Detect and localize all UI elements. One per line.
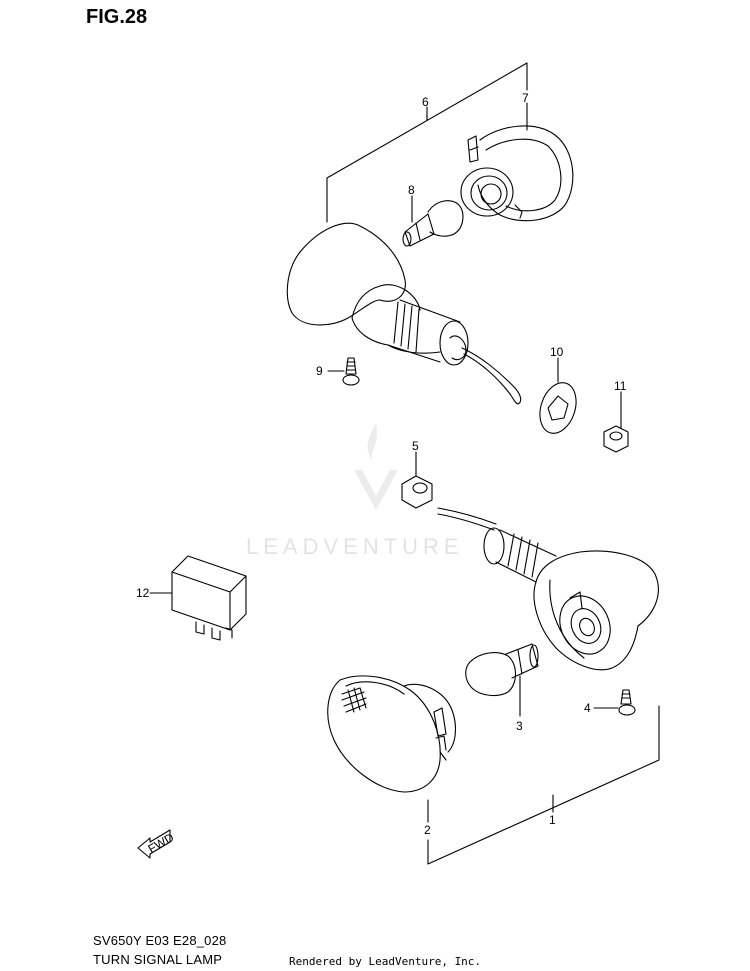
fwd-arrow-icon: FWD	[137, 829, 177, 859]
part-9-screw[interactable]	[342, 357, 360, 386]
part-12-relay[interactable]	[171, 555, 247, 641]
part-7-lens-housing[interactable]	[460, 125, 574, 222]
lower-turn-signal-body[interactable]	[437, 507, 659, 671]
part-10-washer[interactable]	[534, 378, 582, 438]
callout-4[interactable]: 4	[584, 701, 591, 715]
part-5-nut[interactable]	[401, 475, 433, 509]
footer-credit: Rendered by LeadVenture, Inc.	[289, 955, 482, 968]
fwd-label: FWD	[146, 830, 177, 856]
figure-caption: TURN SIGNAL LAMP	[93, 952, 223, 967]
callout-7[interactable]: 7	[522, 91, 529, 105]
callout-12[interactable]: 12	[136, 586, 150, 600]
upper-turn-signal-body[interactable]	[286, 222, 522, 405]
assembly-bracket-lower	[427, 705, 660, 865]
callout-5[interactable]: 5	[412, 439, 419, 453]
assembly-bracket-upper	[326, 62, 528, 223]
callout-9[interactable]: 9	[316, 364, 323, 378]
part-2-lens[interactable]	[327, 675, 457, 793]
watermark-logo-icon	[354, 423, 398, 510]
model-code: SV650Y E03 E28_028	[93, 933, 227, 948]
callout-1[interactable]: 1	[549, 813, 556, 827]
figure-title: FIG.28	[86, 6, 148, 28]
callout-2[interactable]: 2	[424, 823, 431, 837]
callout-10[interactable]: 10	[550, 345, 564, 359]
part-4-screw[interactable]	[618, 689, 636, 716]
callout-3[interactable]: 3	[516, 719, 523, 733]
part-8-bulb[interactable]	[402, 200, 464, 247]
callout-6[interactable]: 6	[422, 95, 429, 109]
leader-lines	[149, 102, 622, 823]
callout-labels: 6 7 8 9 10 11 5 12 3 4 1 2	[136, 91, 627, 837]
watermark-text: LEADVENTURE	[246, 534, 464, 559]
callout-8[interactable]: 8	[408, 183, 415, 197]
callout-11[interactable]: 11	[614, 379, 627, 393]
part-3-bulb[interactable]	[465, 643, 539, 697]
part-11-nut[interactable]	[603, 425, 629, 453]
